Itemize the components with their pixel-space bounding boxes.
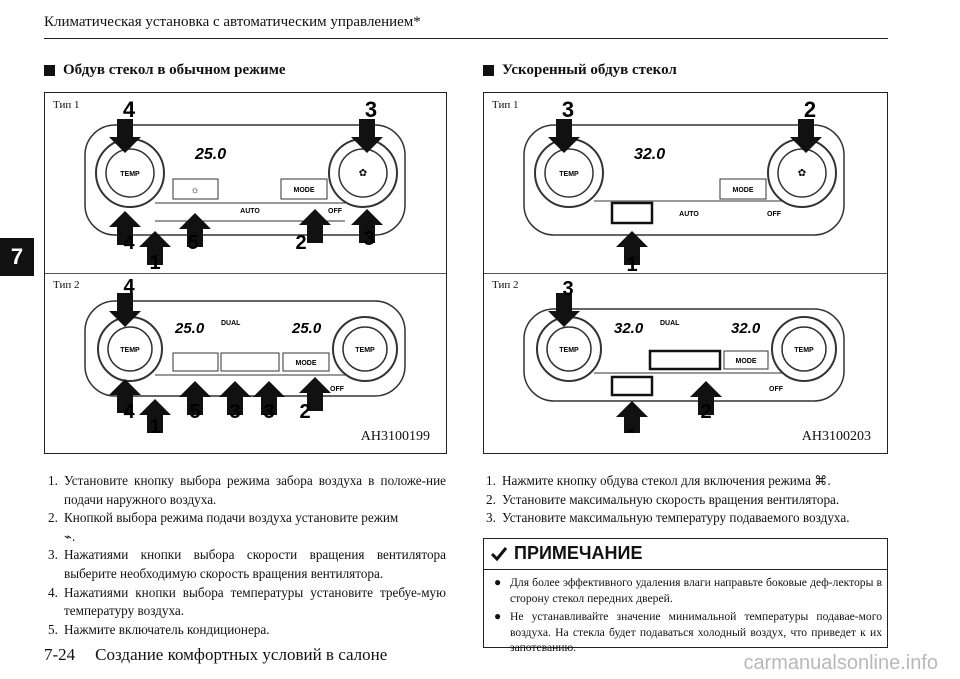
fan-speed-button	[648, 349, 722, 371]
type-1-label: Тип 1	[492, 99, 519, 111]
type-2-label: Тип 2	[53, 279, 80, 291]
steps-fast-defog: 1.Нажмите кнопку обдува стекол для включ…	[486, 472, 888, 528]
svg-text:3: 3	[229, 401, 240, 423]
figure-divider	[484, 273, 887, 274]
note-divider	[484, 569, 887, 570]
checkmark-icon	[490, 546, 508, 561]
list-item: 1.Установите кнопку выбора режима забора…	[48, 473, 446, 507]
section-title-text: Обдув стекол в обычном режиме	[63, 62, 286, 78]
svg-text:TEMP: TEMP	[559, 347, 579, 354]
svg-text:32.0: 32.0	[634, 146, 665, 163]
svg-text:32.0: 32.0	[614, 320, 644, 337]
climate-panel-diagram: TEMP ✿ 25.0 ☼ MODE AUTO OFF 4 3 4 5 1 2 …	[84, 97, 406, 433]
list-item: 4.Нажатиями кнопки выбора температуры ус…	[48, 584, 446, 619]
svg-text:3: 3	[365, 97, 377, 122]
type-2-label: Тип 2	[492, 279, 519, 291]
svg-text:OFF: OFF	[767, 211, 782, 218]
page-footer: 7-24 Создание комфортных условий в салон…	[44, 645, 387, 665]
svg-text:MODE: MODE	[294, 187, 315, 194]
type-1-label: Тип 1	[53, 99, 80, 111]
svg-text:3: 3	[263, 401, 274, 423]
svg-text:4: 4	[123, 401, 135, 423]
svg-text:1: 1	[626, 426, 637, 433]
svg-text:5: 5	[187, 232, 198, 254]
svg-text:DUAL: DUAL	[221, 320, 241, 327]
figure-divider	[45, 273, 446, 274]
svg-text:MODE: MODE	[296, 360, 317, 367]
svg-text:AUTO: AUTO	[240, 208, 260, 215]
svg-text:OFF: OFF	[330, 386, 345, 393]
svg-text:2: 2	[299, 401, 310, 423]
watermark: carmanualsonline.info	[743, 652, 938, 674]
svg-text:3: 3	[562, 278, 573, 300]
list-item: 2.Кнопкой выбора режима подачи воздуха у…	[48, 510, 399, 544]
svg-text:✿: ✿	[798, 168, 806, 179]
svg-text:TEMP: TEMP	[794, 347, 814, 354]
svg-text:2: 2	[804, 97, 816, 122]
section-title-normal-defog: Обдув стекол в обычном режиме	[44, 62, 286, 79]
defrost-icon: ⌘	[814, 473, 828, 488]
panel-1-housing	[84, 124, 406, 236]
defrost-button	[610, 375, 654, 397]
svg-text:✿: ✿	[359, 168, 367, 179]
figure-fast-defog: Тип 1 Тип 2 TEMP ✿ 32.0 MODE AUTO OFF 3 …	[483, 92, 888, 454]
note-item: ●Для более эффективного удаления влаги н…	[494, 575, 882, 605]
svg-text:2: 2	[700, 401, 711, 423]
svg-text:TEMP: TEMP	[120, 347, 140, 354]
svg-text:32.0: 32.0	[731, 320, 761, 337]
list-item: 2.Установите максимальную скорость враще…	[486, 491, 840, 507]
svg-text:1: 1	[626, 254, 637, 276]
climate-panel-diagram: TEMP ✿ 32.0 MODE AUTO OFF 3 2 1 TEMP TEM…	[523, 97, 845, 433]
list-item: 5.Нажмите включатель кондиционера.	[48, 621, 270, 637]
windshield-mode-icon: ⌁	[64, 528, 72, 544]
temp-knob-label: TEMP	[120, 171, 140, 178]
svg-text:MODE: MODE	[736, 358, 757, 365]
svg-text:25.0: 25.0	[174, 320, 205, 337]
svg-text:5: 5	[189, 401, 200, 423]
svg-text:DUAL: DUAL	[660, 320, 680, 327]
defrost-button	[610, 201, 654, 225]
bullet-square-icon	[483, 65, 494, 76]
page-number: 7-24	[44, 645, 76, 664]
note-box: ПРИМЕЧАНИЕ ●Для более эффективного удале…	[483, 538, 888, 654]
list-item: 3.Нажатиями кнопки выбора скорости враще…	[48, 547, 446, 581]
svg-text:1: 1	[149, 416, 160, 433]
figure-code: AH3100199	[360, 429, 430, 444]
figure-normal-defog: Тип 1 Тип 2 TEMP ✿ 25.0 ☼ MODE AUTO OFF …	[44, 92, 447, 454]
display-temp: 25.0	[194, 146, 226, 163]
svg-text:MODE: MODE	[733, 187, 754, 194]
svg-text:TEMP: TEMP	[559, 171, 579, 178]
svg-text:3: 3	[562, 97, 574, 122]
section-title-text: Ускоренный обдув стекол	[502, 62, 677, 78]
list-item: 3.Установите максимальную температуру по…	[486, 510, 850, 526]
list-item: 1.Нажмите кнопку обдува стекол для включ…	[486, 473, 831, 488]
bullet-square-icon	[44, 65, 55, 76]
svg-text:2: 2	[295, 232, 306, 254]
svg-text:3: 3	[363, 228, 374, 250]
section-title-fast-defog: Ускоренный обдув стекол	[483, 62, 677, 79]
mode-button	[280, 178, 328, 200]
svg-text:TEMP: TEMP	[355, 347, 375, 354]
svg-text:☼: ☼	[190, 185, 199, 196]
svg-text:AUTO: AUTO	[679, 211, 699, 218]
figure-code: AH3100203	[801, 429, 871, 444]
note-title: ПРИМЕЧАНИЕ	[490, 543, 642, 564]
svg-text:OFF: OFF	[769, 386, 784, 393]
chapter-tab: 7	[0, 238, 34, 276]
header-rule	[44, 38, 888, 39]
svg-text:4: 4	[123, 232, 135, 254]
steps-normal-defog: 1.Установите кнопку выбора режима забора…	[48, 472, 446, 639]
svg-text:4: 4	[123, 97, 136, 122]
svg-text:4: 4	[123, 276, 135, 298]
page-header: Климатическая установка с автоматическим…	[44, 14, 421, 30]
footer-title: Создание комфортных условий в салоне	[95, 645, 388, 664]
svg-text:OFF: OFF	[328, 208, 343, 215]
svg-text:25.0: 25.0	[291, 320, 322, 337]
svg-text:1: 1	[149, 252, 160, 274]
note-item: ●Не устанавливайте значение минимальной …	[494, 609, 882, 654]
